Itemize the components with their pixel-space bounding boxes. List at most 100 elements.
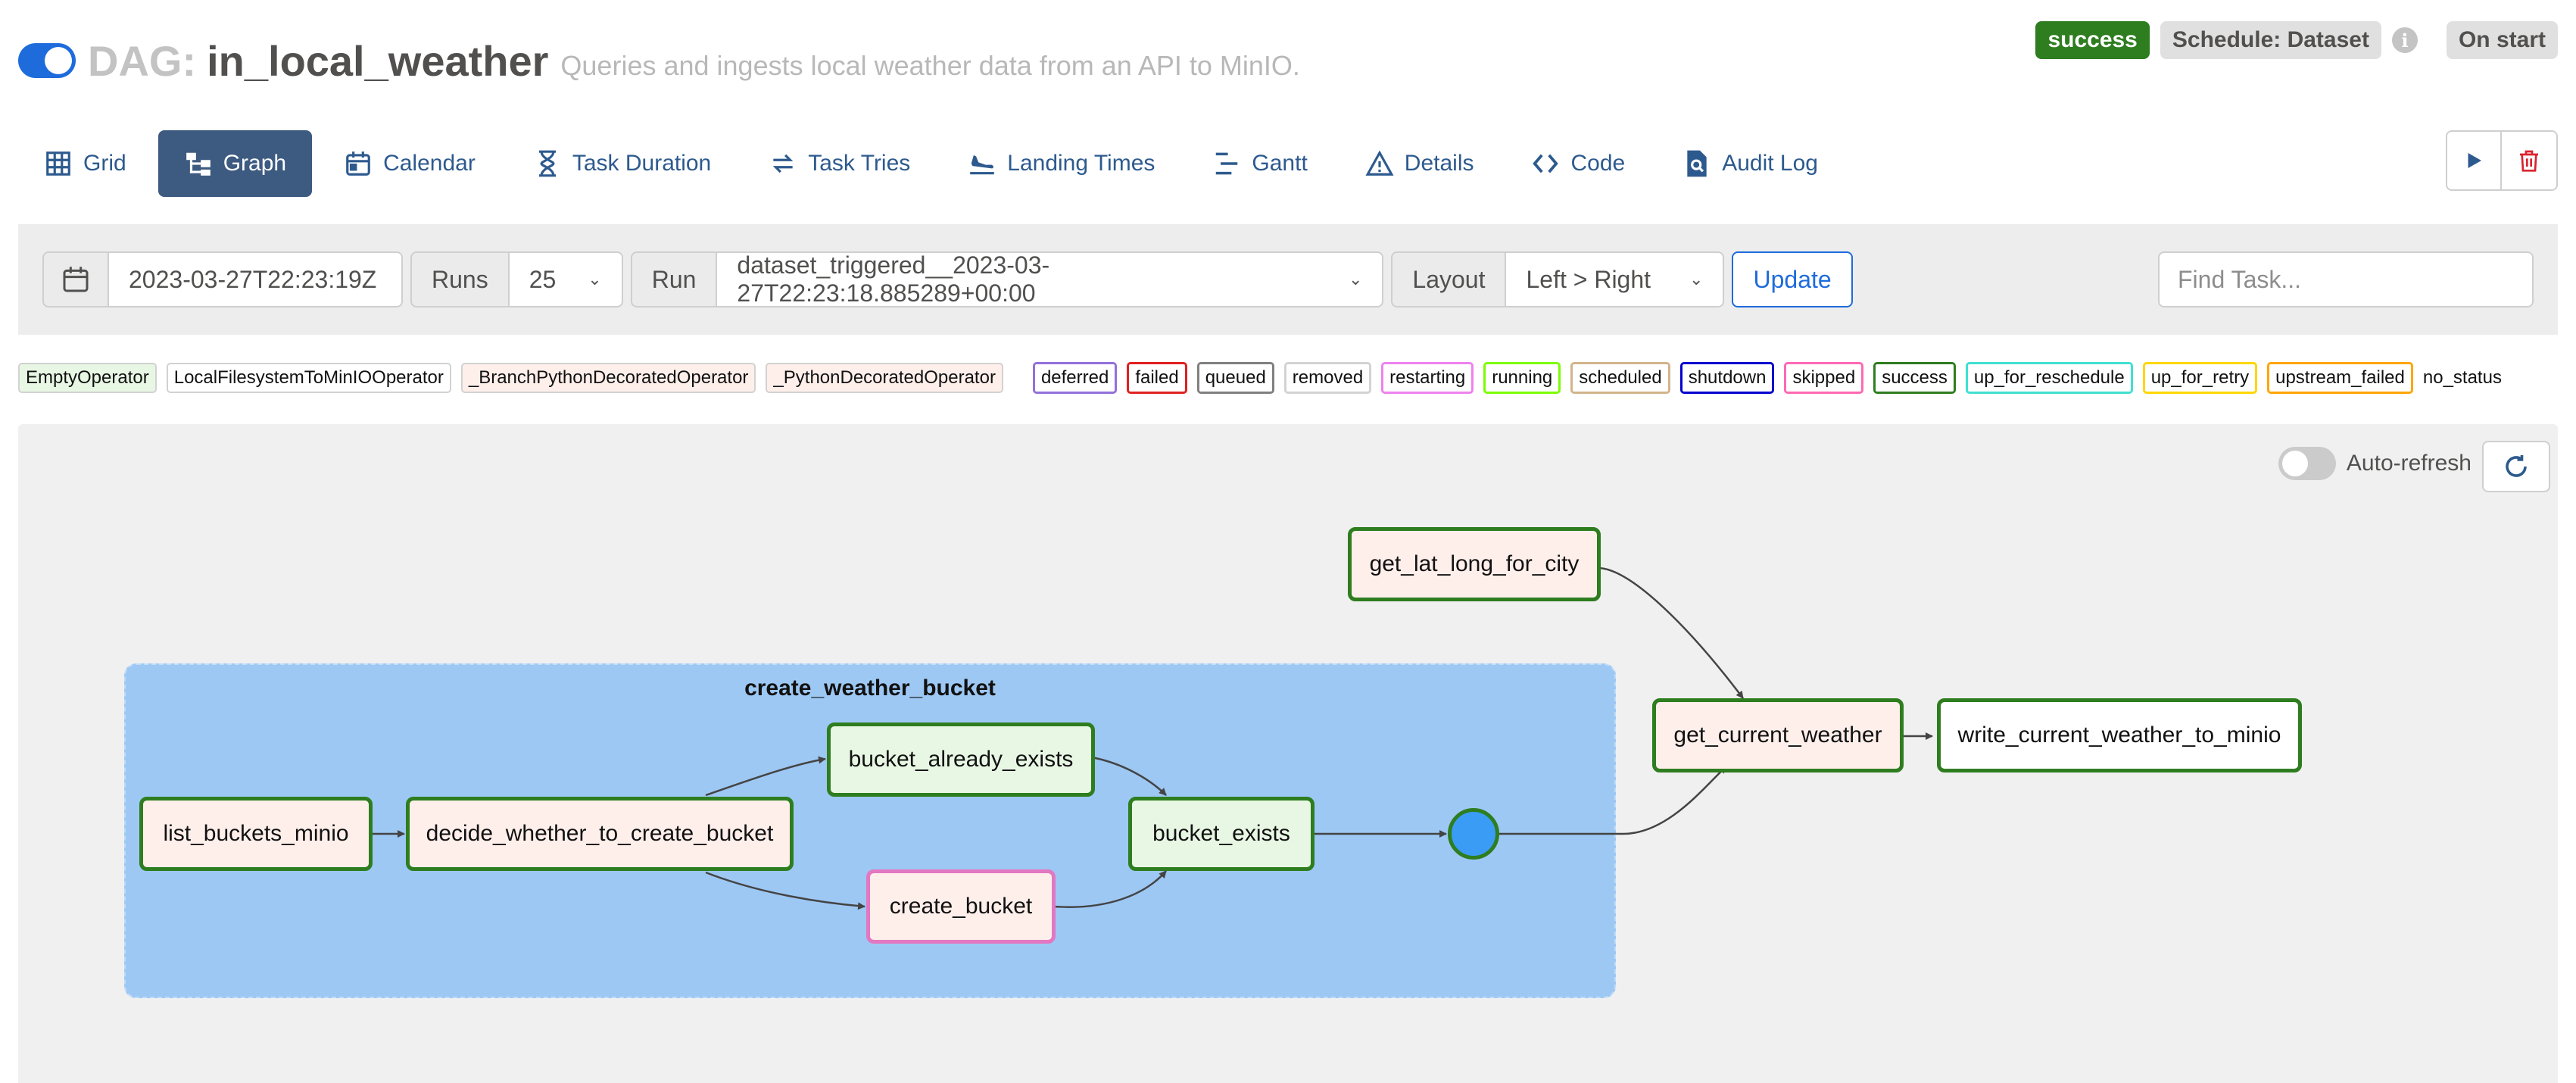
task-node-create-bucket[interactable]: create_bucket [866,869,1056,944]
legend-no-status[interactable]: no_status [2422,367,2502,388]
tab-label: Calendar [383,151,476,176]
legend-state[interactable]: deferred [1032,362,1118,394]
tab-details[interactable]: Details [1339,130,1500,197]
legend-state[interactable]: skipped [1784,362,1864,394]
dag-actions [2446,130,2558,191]
run-label: Run [630,251,718,307]
task-node-decide-whether-to-create-bucket[interactable]: decide_whether_to_create_bucket [406,797,794,871]
filter-bar: 2023-03-27T22:23:19Z Runs 25 ⌄ Run datas… [18,224,2558,335]
dag-edges [371,566,1933,910]
legend-state[interactable]: failed [1127,362,1187,394]
runs-select-group: Runs 25 ⌄ [410,251,623,307]
task-node-get-current-weather[interactable]: get_current_weather [1652,698,1904,772]
trigger-dag-button[interactable] [2446,130,2502,191]
chevron-down-icon: ⌄ [1689,270,1704,289]
tab-label: Landing Times [1007,151,1155,176]
chevron-down-icon: ⌄ [588,270,602,289]
update-button[interactable]: Update [1732,251,1853,307]
legend-state[interactable]: success [1873,362,1956,394]
dag-pause-toggle[interactable] [18,43,76,78]
task-node-get-lat-long-for-city[interactable]: get_lat_long_for_city [1348,527,1601,601]
warning-triangle-icon [1365,150,1394,176]
tab-task-tries[interactable]: Task Tries [743,130,936,197]
run-value: dataset_triggered__2023-03-27T22:23:18.8… [737,251,1050,307]
schedule-badge[interactable]: Schedule: Dataset [2160,21,2381,59]
tab-calendar[interactable]: Calendar [318,130,501,197]
edge [705,871,865,910]
edge [1053,870,1167,908]
legend-state[interactable]: up_for_reschedule [1965,362,2133,394]
delete-dag-button[interactable] [2502,130,2558,191]
legend-state[interactable]: upstream_failed [2267,362,2413,394]
legend-operator[interactable]: LocalFilesystemToMinIOOperator [166,363,451,393]
legend-state[interactable]: scheduled [1570,362,1670,394]
edge [1597,566,1744,699]
legend-state[interactable]: removed [1283,362,1372,394]
calendar-icon [346,151,370,176]
landing-icon [970,154,995,175]
play-icon [2468,153,2481,168]
status-badge: success [2035,21,2150,59]
legend-state[interactable]: shutdown [1679,362,1775,394]
tab-label: Details [1404,151,1474,176]
edge [705,756,826,797]
legend-operator[interactable]: EmptyOperator [18,363,157,393]
toggle-knob [45,47,72,74]
header-badges: success Schedule: Dataset i On start [2035,21,2558,59]
legend-state[interactable]: restarting [1381,362,1474,394]
chevron-down-icon: ⌄ [1348,270,1363,289]
retry-icon [772,154,794,173]
runs-label: Runs [410,251,510,307]
task-node-bucket-exists[interactable]: bucket_exists [1128,797,1315,871]
grid-icon [46,151,70,176]
run-select[interactable]: dataset_triggered__2023-03-27T22:23:18.8… [717,251,1384,307]
refresh-icon [2506,455,2527,477]
tab-grid[interactable]: Grid [18,130,152,197]
dag-label: DAG: [88,36,197,85]
dag-header: DAG: in_local_weather Queries and ingest… [18,30,1300,91]
auto-refresh-toggle[interactable] [2278,447,2336,480]
tab-label: Audit Log [1722,151,1818,176]
refresh-button[interactable] [2482,441,2550,492]
task-node-write-current-weather-to-minio[interactable]: write_current_weather_to_minio [1937,698,2302,772]
tab-graph[interactable]: Graph [157,130,313,197]
legend-state[interactable]: up_for_retry [2142,362,2258,394]
dag-graph-canvas[interactable]: Auto-refresh create_weather_bucket get_l… [18,424,2558,1083]
tab-landing-times[interactable]: Landing Times [942,130,1180,197]
trash-icon [2520,150,2538,172]
tab-label: Code [1570,151,1626,176]
tab-task-duration[interactable]: Task Duration [507,130,737,197]
tab-label: Graph [223,151,287,176]
tab-gantt[interactable]: Gantt [1187,130,1333,197]
graph-icon [186,152,211,176]
gantt-icon [1216,152,1238,175]
search-document-icon [1687,150,1707,177]
date-picker: 2023-03-27T22:23:19Z [42,251,403,307]
layout-select[interactable]: Left > Right ⌄ [1506,251,1725,307]
edge [1498,766,1727,835]
code-icon [1533,154,1559,173]
tab-code[interactable]: Code [1505,130,1651,197]
task-group-join-node[interactable] [1448,808,1499,860]
task-node-list-buckets-minio[interactable]: list_buckets_minio [139,797,373,871]
dag-id[interactable]: in_local_weather [207,36,549,85]
hourglass-icon [538,150,556,177]
runs-select[interactable]: 25 ⌄ [509,251,623,307]
calendar-button[interactable] [42,251,109,307]
legend-operator[interactable]: _BranchPythonDecoratedOperator [460,363,756,393]
calendar-icon [63,267,89,292]
info-icon[interactable]: i [2391,27,2418,53]
tab-audit-log[interactable]: Audit Log [1657,130,1844,197]
layout-value: Left > Right [1526,265,1651,293]
legend-state[interactable]: running [1483,362,1561,394]
layout-select-group: Layout Left > Right ⌄ [1391,251,1725,307]
legend-state[interactable]: queued [1196,362,1274,394]
base-date-input[interactable]: 2023-03-27T22:23:19Z [109,251,403,307]
layout-label: Layout [1391,251,1507,307]
task-node-bucket-already-exists[interactable]: bucket_already_exists [827,723,1095,797]
find-task-input[interactable] [2158,251,2534,307]
toggle-knob [2281,451,2308,476]
legend: EmptyOperator LocalFilesystemToMinIOOper… [18,362,2502,394]
legend-operator[interactable]: _PythonDecoratedOperator [766,363,1003,393]
runs-value: 25 [529,265,557,293]
